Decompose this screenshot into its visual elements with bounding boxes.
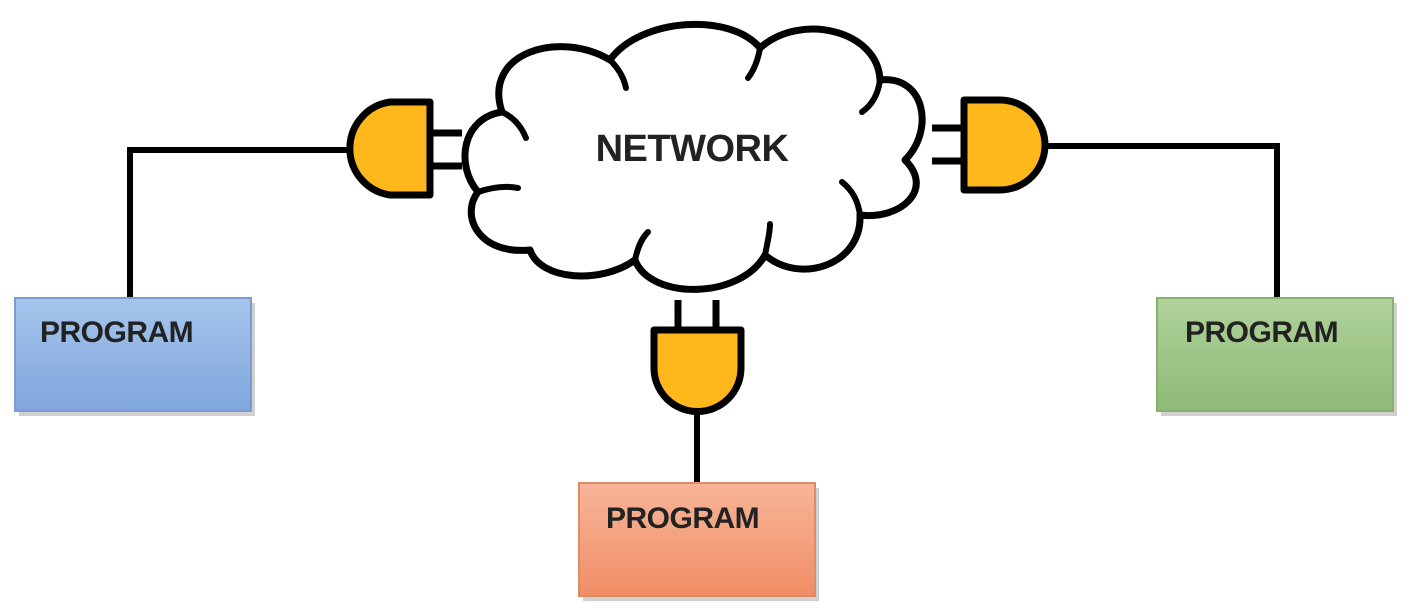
program-label: PROGRAM — [1185, 316, 1338, 349]
wire-left — [127, 147, 348, 297]
network-label: NETWORK — [596, 128, 790, 170]
program-label: PROGRAM — [606, 502, 759, 535]
plug-bottom — [650, 300, 745, 415]
program-box-orange: PROGRAM — [578, 482, 819, 601]
program-box-green: PROGRAM — [1156, 297, 1397, 416]
plug-left — [346, 98, 462, 199]
plug-right — [932, 96, 1049, 194]
network-cloud: NETWORK — [461, 20, 926, 293]
wire-right — [1046, 143, 1280, 297]
program-box-blue: PROGRAM — [14, 297, 255, 416]
cloud-shape — [461, 20, 926, 293]
program-label: PROGRAM — [40, 316, 193, 349]
